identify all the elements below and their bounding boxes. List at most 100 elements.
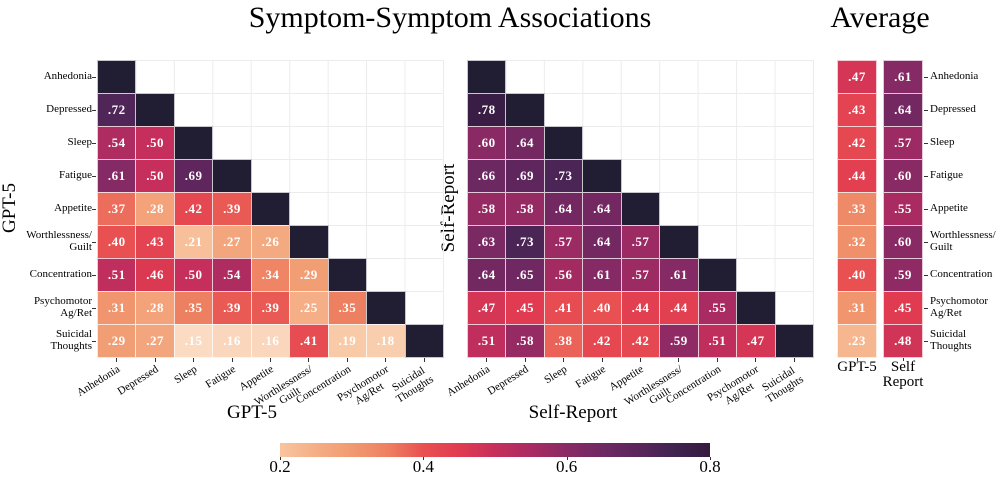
- heatmap-cell: .51: [467, 324, 507, 358]
- cell-value: .61: [894, 69, 912, 84]
- cell-value: .16: [223, 333, 241, 348]
- cell-value: .33: [848, 201, 866, 216]
- cell-value: .69: [516, 168, 535, 183]
- cell-value: .61: [670, 267, 688, 282]
- cell-value: .41: [554, 300, 573, 315]
- cell-value: .38: [554, 333, 573, 348]
- heatmap-cell: .28: [135, 291, 175, 325]
- cell-value: .64: [516, 135, 535, 150]
- colorbar-tick-label: 0.8: [699, 457, 721, 476]
- x-tick-label: Depressed: [485, 363, 531, 398]
- heatmap-cell: .21: [173, 225, 214, 259]
- heatmap-cell: .46: [135, 258, 175, 292]
- cell-value: .55: [894, 201, 912, 216]
- cell-value: .32: [848, 234, 866, 249]
- cell-value: .18: [376, 333, 395, 348]
- heatmap-cell: .73: [543, 159, 584, 193]
- cell-value: .39: [261, 300, 280, 315]
- heatmap-cell: .42: [173, 192, 214, 226]
- heatmap-cell: .51: [97, 258, 137, 292]
- cell-value: .50: [146, 135, 165, 150]
- heatmap-cell: .69: [505, 159, 545, 193]
- colorbar-tick-mark: [280, 457, 281, 460]
- average-cell: .59: [883, 258, 923, 292]
- heatmap-cell: .16: [212, 324, 252, 358]
- x-tick-mark: [755, 358, 757, 362]
- x-tick-label: Anhedonia: [74, 363, 123, 399]
- x-tick-mark: [423, 358, 425, 362]
- heatmap-cell: .61: [659, 258, 699, 292]
- cell-value: .64: [593, 234, 611, 249]
- x-tick-mark: [486, 358, 488, 362]
- x-tick-label: Fatigue: [203, 363, 238, 391]
- x-tick-mark: [346, 358, 348, 362]
- y-tick-mark: [92, 109, 96, 111]
- cell-value: .57: [631, 267, 650, 282]
- x-tick-label: Anhedonia: [444, 363, 493, 399]
- cell-value: .54: [223, 267, 241, 282]
- cell-value: .59: [670, 333, 688, 348]
- heatmap-cell: .58: [505, 324, 545, 358]
- heatmap-cell: .34: [250, 258, 291, 292]
- heatmap-cell: .50: [135, 159, 175, 193]
- x-tick-label: Sleep: [171, 363, 199, 387]
- cell-value: .50: [184, 267, 203, 282]
- heatmap-cell: .45: [505, 291, 545, 325]
- colorbar-tick-label: 0.4: [412, 457, 434, 476]
- average-cell: .32: [837, 225, 877, 259]
- y-tick-mark: [92, 307, 96, 309]
- cell-value: .64: [477, 267, 496, 282]
- x-tick-mark: [269, 358, 271, 362]
- figure-title: Symptom-Symptom Associations: [248, 1, 652, 34]
- heatmap-cell: .69: [173, 159, 214, 193]
- heatmap-cell: .38: [543, 324, 584, 358]
- colorbar-tick-label: 0.6: [556, 457, 578, 476]
- cell-value: .61: [593, 267, 611, 282]
- heatmap-cell: .42: [620, 324, 661, 358]
- cell-value: .29: [300, 267, 318, 282]
- heatmap-cell: .56: [543, 258, 584, 292]
- heatmap-cell: .39: [212, 192, 252, 226]
- cell-value: .43: [146, 234, 165, 249]
- heatmap-cell: .61: [582, 258, 622, 292]
- heatmap-cell: .15: [173, 324, 214, 358]
- average-cell: .43: [837, 93, 877, 127]
- heatmap-cell: .58: [467, 192, 507, 226]
- cell-value: .42: [631, 333, 650, 348]
- heatmap-cell: .27: [135, 324, 175, 358]
- average-cell: .33: [837, 192, 877, 226]
- cell-value: .23: [848, 333, 866, 348]
- heatmap-cell: .37: [97, 192, 137, 226]
- diagonal-cell: [543, 126, 584, 160]
- colorbar-tick-mark: [710, 457, 711, 460]
- x-tick-mark: [231, 358, 233, 362]
- cell-value: .19: [338, 333, 357, 348]
- heatmap-cell: .51: [697, 324, 738, 358]
- heatmap-cell: .28: [135, 192, 175, 226]
- heatmap-cell: .65: [505, 258, 545, 292]
- average-row-label: Anhedonia: [930, 69, 979, 82]
- diagonal-cell: [97, 60, 137, 94]
- cell-value: .42: [848, 135, 866, 150]
- heatmap-cell: .64: [582, 192, 622, 226]
- average-cell: .40: [837, 258, 877, 292]
- x-tick-mark: [563, 358, 565, 362]
- diagonal-cell: [404, 324, 444, 358]
- heatmap-cell: .63: [467, 225, 507, 259]
- diagonal-cell: [659, 225, 699, 259]
- y-tick-mark: [92, 76, 96, 78]
- cell-value: .50: [146, 168, 165, 183]
- x-tick-mark: [601, 358, 603, 362]
- heatmap-cell: .29: [97, 324, 137, 358]
- average-cell: .48: [883, 324, 923, 358]
- heatmap-cell: .29: [289, 258, 329, 292]
- colorbar-gradient: [280, 443, 710, 457]
- average-row-tick: [924, 274, 928, 276]
- cell-value: .40: [593, 300, 611, 315]
- average-cell: .47: [837, 60, 877, 94]
- y-tick-mark: [92, 241, 96, 243]
- diagonal-cell: [467, 60, 507, 94]
